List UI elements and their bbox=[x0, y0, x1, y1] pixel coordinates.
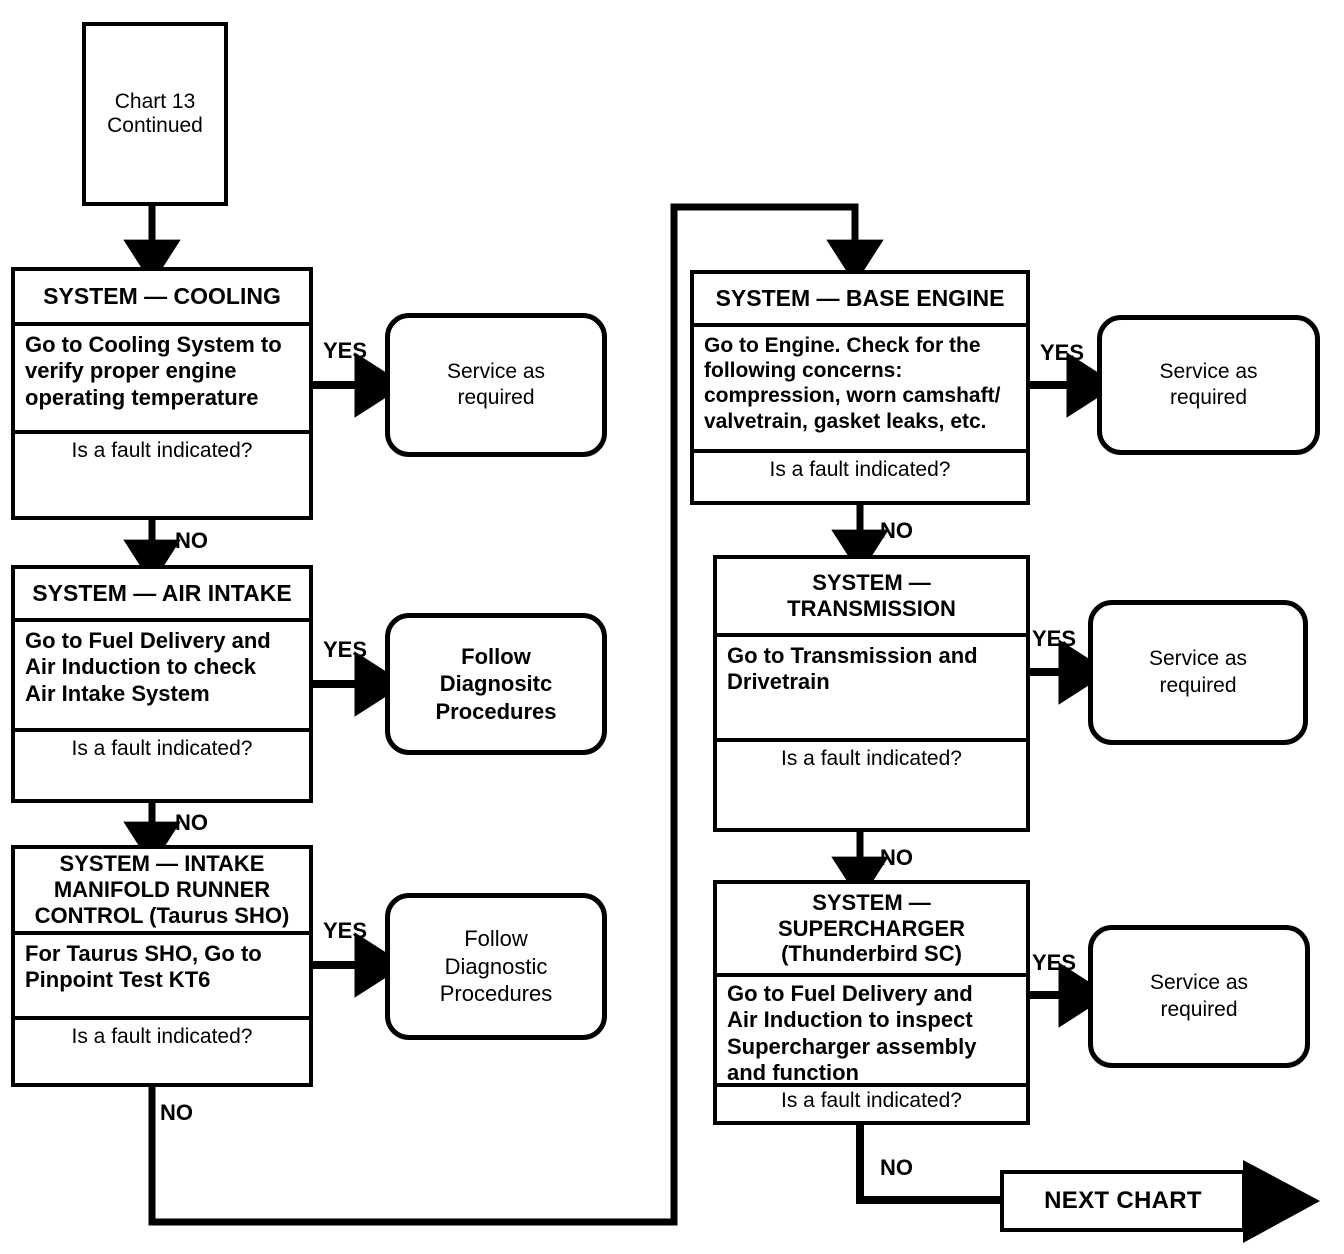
terminator-supercharger-yes: Service as required bbox=[1088, 925, 1310, 1068]
transmission-question: Is a fault indicated? bbox=[781, 747, 962, 770]
cooling-question: Is a fault indicated? bbox=[71, 439, 253, 462]
transmission-header: SYSTEM — TRANSMISSION bbox=[717, 559, 1026, 637]
label-cooling-yes: YES bbox=[323, 338, 368, 363]
base-engine-question: Is a fault indicated? bbox=[769, 458, 951, 481]
label-base-engine-yes: YES bbox=[1040, 340, 1085, 365]
supercharger-body: Go to Fuel Delivery and Air Induction to… bbox=[717, 977, 1026, 1087]
next-chart-label: NEXT CHART bbox=[1044, 1187, 1202, 1214]
terminator-transmission-yes: Service as required bbox=[1088, 600, 1308, 745]
label-imrc-no: NO bbox=[160, 1100, 193, 1125]
start-box: Chart 13 Continued bbox=[82, 22, 228, 206]
terminator-base-engine-yes: Service as required bbox=[1097, 315, 1320, 455]
next-chart-arrowhead bbox=[1243, 1160, 1320, 1243]
label-supercharger-no: NO bbox=[880, 1155, 913, 1180]
air-intake-header: SYSTEM — AIR INTAKE bbox=[15, 569, 309, 622]
imrc-question: Is a fault indicated? bbox=[71, 1025, 253, 1048]
label-transmission-yes: YES bbox=[1032, 626, 1077, 651]
base-engine-header: SYSTEM — BASE ENGINE bbox=[694, 274, 1026, 327]
supercharger-question: Is a fault indicated? bbox=[781, 1089, 962, 1112]
label-imrc-yes: YES bbox=[323, 918, 368, 943]
terminator-air-intake-yes: Follow Diagnositc Procedures bbox=[385, 613, 607, 755]
node-supercharger: SYSTEM — SUPERCHARGER (Thunderbird SC) G… bbox=[713, 880, 1030, 1125]
supercharger-header: SYSTEM — SUPERCHARGER (Thunderbird SC) bbox=[717, 884, 1026, 977]
label-air-intake-yes: YES bbox=[323, 637, 368, 662]
start-line2: Continued bbox=[107, 114, 203, 137]
node-cooling: SYSTEM — COOLING Go to Cooling System to… bbox=[11, 267, 313, 520]
terminator-imrc-yes: Follow Diagnostic Procedures bbox=[385, 893, 607, 1040]
label-base-engine-no: NO bbox=[880, 518, 913, 543]
label-air-intake-no: NO bbox=[175, 810, 208, 835]
label-cooling-no: NO bbox=[175, 528, 208, 553]
node-air-intake: SYSTEM — AIR INTAKE Go to Fuel Delivery … bbox=[11, 565, 313, 803]
label-supercharger-yes: YES bbox=[1032, 950, 1077, 975]
next-chart-banner[interactable]: NEXT CHART bbox=[1000, 1170, 1246, 1232]
node-transmission: SYSTEM — TRANSMISSION Go to Transmission… bbox=[713, 555, 1030, 832]
imrc-header: SYSTEM — INTAKE MANIFOLD RUNNER CONTROL … bbox=[15, 849, 309, 935]
air-intake-body: Go to Fuel Delivery and Air Induction to… bbox=[15, 622, 309, 732]
node-imrc: SYSTEM — INTAKE MANIFOLD RUNNER CONTROL … bbox=[11, 845, 313, 1087]
base-engine-body: Go to Engine. Check for the following co… bbox=[694, 327, 1026, 453]
node-base-engine: SYSTEM — BASE ENGINE Go to Engine. Check… bbox=[690, 270, 1030, 505]
air-intake-question: Is a fault indicated? bbox=[71, 737, 253, 760]
label-transmission-no: NO bbox=[880, 845, 913, 870]
cooling-body: Go to Cooling System to verify proper en… bbox=[15, 326, 309, 434]
start-line1: Chart 13 bbox=[114, 90, 196, 113]
imrc-body: For Taurus SHO, Go to Pinpoint Test KT6 bbox=[15, 935, 309, 1020]
cooling-header: SYSTEM — COOLING bbox=[15, 271, 309, 326]
terminator-cooling-yes: Service as required bbox=[385, 313, 607, 457]
transmission-body: Go to Transmission and Drivetrain bbox=[717, 637, 1026, 742]
